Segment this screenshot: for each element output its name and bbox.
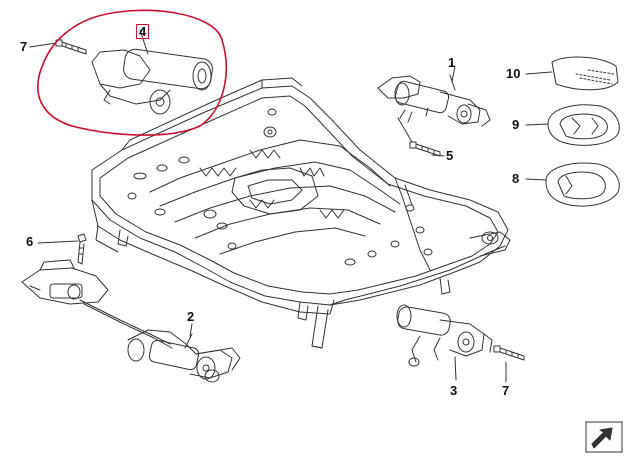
ring-part-9 bbox=[548, 105, 619, 145]
navigation-arrow-icon bbox=[585, 421, 623, 453]
adjuster-part-2 bbox=[22, 234, 240, 382]
ring-part-8 bbox=[546, 163, 619, 206]
callout-number-4: 4 bbox=[136, 24, 150, 39]
cover-part-10 bbox=[552, 57, 618, 90]
callout-number-2: 2 bbox=[187, 309, 195, 324]
callout-number-9: 9 bbox=[512, 117, 520, 132]
motor-part-1 bbox=[378, 75, 490, 126]
callout-number-6: 6 bbox=[26, 234, 34, 249]
callout-number-3: 3 bbox=[450, 383, 458, 398]
callout-number-7-bottom: 7 bbox=[502, 383, 510, 398]
callout-number-5: 5 bbox=[446, 148, 454, 163]
screw-part-5 bbox=[398, 118, 440, 156]
callout-number-7-top: 7 bbox=[20, 39, 28, 54]
leader-lines bbox=[29, 42, 553, 383]
motor-part-4 bbox=[56, 30, 214, 114]
callout-number-10: 10 bbox=[506, 66, 521, 81]
motor-part-3 bbox=[396, 305, 524, 380]
callout-number-8: 8 bbox=[512, 171, 520, 186]
callout-number-1: 1 bbox=[448, 55, 456, 70]
highlight-circle bbox=[37, 9, 228, 136]
seat-frame bbox=[92, 78, 510, 348]
